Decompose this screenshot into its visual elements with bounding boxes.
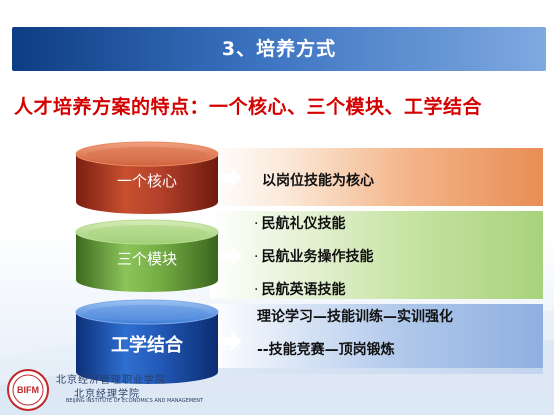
module-item: ·民航礼仪技能 <box>254 213 345 233</box>
school-name-cn: 北京经济管理职业学院 <box>56 375 166 386</box>
module-item-label: 民航礼仪技能 <box>261 216 346 232</box>
work-learn-cylinder: 工学结合 <box>74 298 220 386</box>
core-description: 以岗位技能为核心 <box>262 173 374 189</box>
right-arrow-icon <box>218 246 242 266</box>
bullet: · <box>254 282 259 298</box>
work-learn-panel <box>210 304 543 374</box>
slide-title: 3、培养方式 <box>221 38 337 60</box>
right-arrow-icon <box>218 168 242 188</box>
school-name-en: BEIJING INSTITUTE OF ECONOMICS AND MANAG… <box>66 398 204 404</box>
work-learn-label: 工学结合 <box>111 335 183 356</box>
module-item: ·民航英语技能 <box>254 279 345 299</box>
logo-badge-text: BIFM <box>17 385 39 395</box>
core-panel <box>210 148 543 206</box>
bullet: · <box>254 216 259 232</box>
core-cylinder: 一个核心 <box>74 140 220 216</box>
modules-panel <box>210 211 543 299</box>
title-bar: 3、培养方式 <box>12 27 546 71</box>
modules-label: 三个模块 <box>116 250 177 268</box>
module-item-label: 民航业务操作技能 <box>261 249 374 265</box>
module-item: ·民航业务操作技能 <box>254 246 373 266</box>
core-label: 一个核心 <box>116 172 177 190</box>
work-learn-line: --技能竞赛—顶岗锻炼 <box>257 342 395 358</box>
work-learn-line: 理论学习—技能训练—实训强化 <box>257 309 453 325</box>
school-name-cn-alt: 北京经理学院 <box>74 389 140 400</box>
school-logo-icon: BIFM <box>7 369 49 411</box>
modules-cylinder: 三个模块 <box>74 218 220 294</box>
module-item-label: 民航英语技能 <box>261 282 346 298</box>
slide-headline: 人才培养方案的特点：一个核心、三个模块、工学结合 <box>14 96 483 118</box>
right-arrow-icon <box>218 331 242 351</box>
bullet: · <box>254 249 259 265</box>
